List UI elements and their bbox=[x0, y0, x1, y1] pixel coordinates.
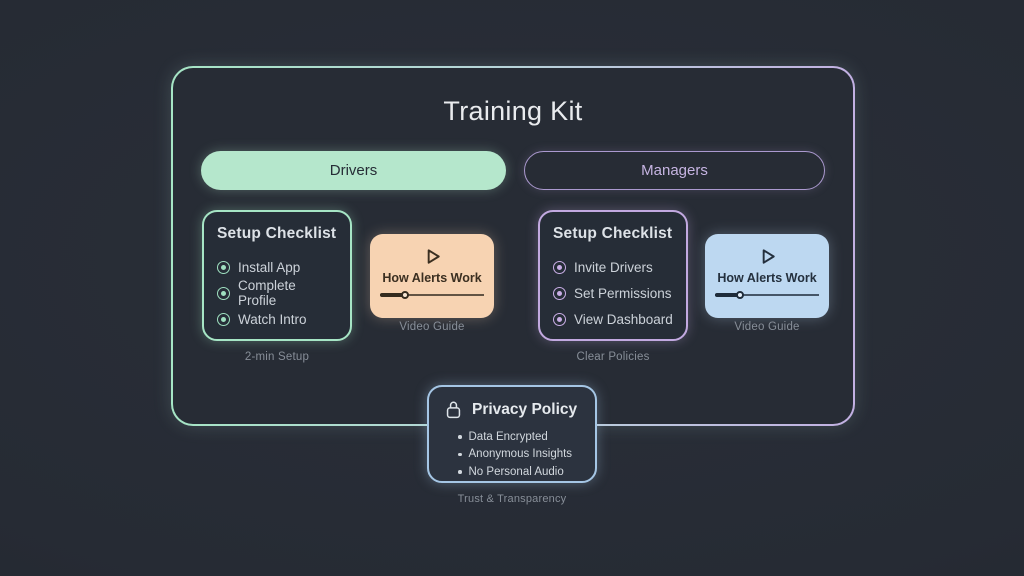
tab-drivers-label: Drivers bbox=[329, 162, 378, 179]
list-item: Data Encrypted bbox=[444, 428, 583, 446]
lock-icon bbox=[446, 401, 461, 419]
page-title: Training Kit bbox=[443, 96, 583, 126]
tab-managers[interactable]: Managers bbox=[524, 151, 825, 190]
privacy-caption: Trust & Transparency bbox=[457, 493, 567, 505]
play-icon[interactable] bbox=[421, 245, 444, 268]
managers-setup-checklist-card: Setup Checklist Invite Drivers Set Permi… bbox=[538, 210, 688, 341]
tab-managers-label: Managers bbox=[641, 162, 708, 179]
training-kit-panel: Training Kit Drivers Managers Setup Chec… bbox=[171, 66, 855, 426]
bullet-icon bbox=[458, 470, 462, 474]
drivers-setup-checklist-card: Setup Checklist Install App Complete Pro… bbox=[202, 210, 352, 341]
progress-knob[interactable] bbox=[735, 290, 745, 299]
list-item: Complete Profile bbox=[217, 278, 337, 308]
privacy-item-label: Data Encrypted bbox=[468, 430, 548, 443]
privacy-policy-card: Privacy Policy Data Encrypted Anonymous … bbox=[427, 385, 597, 483]
tab-drivers[interactable]: Drivers bbox=[201, 151, 506, 190]
list-item: View Dashboard bbox=[553, 306, 673, 332]
list-item: Invite Drivers bbox=[553, 254, 673, 280]
video-title: How Alerts Work bbox=[382, 271, 482, 285]
bullet-icon bbox=[458, 435, 462, 439]
progress-knob[interactable] bbox=[400, 290, 410, 299]
checklist-item-label: Watch Intro bbox=[238, 311, 307, 327]
checklist-title: Setup Checklist bbox=[553, 225, 673, 242]
video-progress-bar[interactable] bbox=[715, 290, 819, 299]
progress-fill bbox=[715, 293, 740, 297]
drivers-video-caption: Video Guide bbox=[399, 321, 465, 333]
target-dot-icon bbox=[217, 260, 230, 274]
bullet-icon bbox=[458, 452, 462, 456]
privacy-item-label: No Personal Audio bbox=[468, 465, 564, 478]
target-dot-icon bbox=[217, 312, 230, 326]
list-item: Install App bbox=[217, 254, 337, 280]
progress-track bbox=[380, 294, 484, 296]
checklist-title: Setup Checklist bbox=[217, 225, 337, 242]
drivers-video-card[interactable]: How Alerts Work bbox=[370, 234, 494, 318]
managers-checklist-caption: Clear Policies bbox=[576, 351, 650, 363]
video-progress-bar[interactable] bbox=[380, 290, 484, 299]
play-icon[interactable] bbox=[756, 245, 779, 268]
checklist-item-label: Install App bbox=[238, 259, 301, 275]
list-item: No Personal Audio bbox=[444, 463, 583, 481]
drivers-checklist-caption: 2-min Setup bbox=[244, 351, 310, 363]
list-item: Set Permissions bbox=[553, 280, 673, 306]
managers-video-card[interactable]: How Alerts Work bbox=[705, 234, 829, 318]
checklist-item-label: Invite Drivers bbox=[574, 259, 653, 275]
list-item: Anonymous Insights bbox=[444, 446, 583, 464]
checklist-item-label: Complete Profile bbox=[238, 278, 296, 308]
target-dot-icon bbox=[217, 286, 230, 300]
checklist-item-label: Set Permissions bbox=[574, 285, 672, 301]
video-title: How Alerts Work bbox=[717, 271, 817, 285]
list-item: Watch Intro bbox=[217, 306, 337, 332]
progress-track bbox=[715, 294, 819, 296]
target-dot-icon bbox=[553, 312, 566, 326]
privacy-header: Privacy Policy bbox=[444, 399, 583, 420]
checklist-item-label: View Dashboard bbox=[574, 311, 673, 327]
target-dot-icon bbox=[553, 286, 566, 300]
privacy-title: Privacy Policy bbox=[472, 400, 578, 418]
managers-video-caption: Video Guide bbox=[734, 321, 800, 333]
target-dot-icon bbox=[553, 260, 566, 274]
progress-fill bbox=[380, 293, 405, 297]
privacy-item-label: Anonymous Insights bbox=[468, 448, 573, 461]
